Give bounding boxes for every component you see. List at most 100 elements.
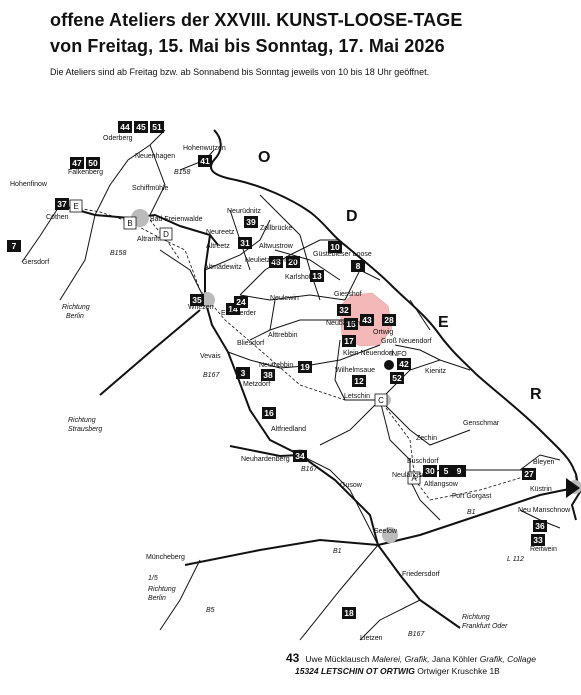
place-label: Altreetz: [206, 243, 230, 250]
place-label: Neulietzegöricke: [245, 257, 297, 264]
place-label: Zechin: [416, 435, 437, 442]
atelier-badge: 34: [293, 450, 307, 462]
road-label: B167: [301, 466, 318, 473]
atelier-badge: 32: [337, 304, 351, 316]
svg-text:52: 52: [392, 373, 402, 383]
place-label: Genschmar: [463, 420, 500, 427]
svg-text:19: 19: [300, 362, 310, 372]
svg-text:3: 3: [241, 368, 246, 378]
map-title-line2: von Freitag, 15. Mai bis Sonntag, 17. Ma…: [50, 36, 445, 56]
place-label: Karlshof: [285, 274, 311, 281]
svg-text:47: 47: [72, 158, 82, 168]
place-label: Altmädewitz: [204, 264, 242, 271]
atelier-badge: 19: [298, 361, 312, 373]
road-label: B1: [333, 548, 342, 555]
atelier-badge: 15: [344, 318, 358, 330]
atelier-badge: 33: [531, 534, 545, 546]
svg-text:32: 32: [339, 305, 349, 315]
place-label: Küstrin: [530, 486, 552, 493]
atelier-badge: 8: [351, 260, 365, 272]
place-label: Neuenhagen: [135, 153, 175, 160]
place-label: Altfriedland: [271, 426, 306, 433]
place-labels: OderbergHohenwutzenNeuenhagenFalkenbergS…: [10, 135, 571, 642]
direction-strausberg: Richtung Strausberg: [68, 417, 102, 433]
svg-text:48: 48: [271, 257, 281, 267]
svg-text:Richtung: Richtung: [62, 304, 90, 311]
opening-hours-note: Die Ateliers sind ab Freitag bzw. ab Son…: [50, 67, 430, 77]
svg-text:37: 37: [57, 199, 67, 209]
atelier-badge: 18: [342, 607, 356, 619]
place-label: Hohenfinow: [10, 181, 48, 188]
place-label: Groß Neuendorf: [381, 338, 432, 345]
place-label: Gersdorf: [22, 259, 49, 266]
place-label: Lietzen: [360, 635, 383, 642]
road-b167-main: [204, 234, 379, 546]
svg-text:Richtung: Richtung: [462, 614, 490, 621]
svg-text:D: D: [163, 230, 169, 239]
artist-name-1: Uwe Mücklausch: [305, 654, 370, 664]
artist-name-2: Jana Köhler: [431, 654, 478, 664]
place-label: Neureetz: [206, 229, 235, 236]
road-label: B5: [206, 607, 215, 614]
svg-text:34: 34: [295, 451, 305, 461]
atelier-badge: 17: [342, 335, 356, 347]
svg-text:44: 44: [120, 122, 130, 132]
place-label: Altwustrow: [259, 243, 294, 250]
oder-letter-e: E: [438, 314, 449, 331]
atelier-badge: 12: [352, 375, 366, 387]
place-label: Altranft: [137, 236, 159, 243]
direction-berlin-south: Richtung Berlin: [148, 586, 176, 602]
svg-text:Berlin: Berlin: [148, 595, 166, 602]
place-label: Eichwerder: [221, 310, 257, 317]
atelier-badge: 44: [118, 121, 132, 133]
place-label: Seelow: [374, 528, 398, 535]
road-b1: [184, 487, 575, 566]
place-label: Oderberg: [103, 135, 133, 142]
svg-text:C: C: [378, 396, 384, 405]
atelier-badge: 45: [134, 121, 148, 133]
station-box-c: C: [374, 393, 388, 407]
atelier-badge: 13: [310, 270, 324, 282]
place-label: Schiffmühle: [132, 185, 169, 192]
atelier-badge: 27: [522, 468, 536, 480]
place-label: Neuhardenberg: [241, 456, 290, 463]
place-label: Ortwig: [373, 329, 393, 336]
svg-text:B: B: [127, 219, 132, 228]
atelier-badge: 9: [452, 465, 466, 477]
artist-media-1: Malerei, Grafik,: [371, 654, 430, 664]
place-label: Altlangsow: [424, 481, 459, 488]
oder-letter-o: O: [258, 149, 270, 166]
svg-text:33: 33: [533, 535, 543, 545]
atelier-badge: 24: [234, 296, 248, 308]
minor-roads: [21, 129, 561, 641]
place-label: Wilhelmsaue: [335, 367, 375, 374]
svg-text:7: 7: [12, 241, 17, 251]
svg-text:Frankfurt Oder: Frankfurt Oder: [462, 623, 508, 630]
place-label: Giesshof: [334, 291, 362, 298]
svg-text:45: 45: [136, 122, 146, 132]
place-label: Vevais: [200, 353, 221, 360]
atelier-badge: 51: [150, 121, 164, 133]
svg-text:12: 12: [354, 376, 364, 386]
atelier-badge: 28: [382, 314, 396, 326]
atelier-badge: 47: [70, 157, 84, 169]
place-label: Neutrebbin: [259, 362, 293, 369]
road-label: B167: [408, 631, 425, 638]
atelier-badge: 36: [533, 520, 547, 532]
atelier-badge: 10: [328, 241, 342, 253]
place-label: Wriezen: [188, 304, 214, 311]
station-box-a: A: [407, 471, 421, 485]
direction-berlin-north: Richtung Berlin: [62, 304, 90, 320]
atelier-badge: 37: [55, 198, 69, 210]
svg-text:10: 10: [330, 242, 340, 252]
station-box-e: E: [69, 199, 83, 213]
svg-text:Richtung: Richtung: [68, 417, 96, 424]
atelier-badge: 31: [238, 237, 252, 249]
svg-text:38: 38: [263, 370, 273, 380]
place-label: Kienitz: [425, 368, 447, 375]
place-label: Güstebieser Loose: [313, 251, 372, 258]
road-southwest: [99, 309, 201, 396]
atelier-badge: 48: [269, 256, 283, 268]
